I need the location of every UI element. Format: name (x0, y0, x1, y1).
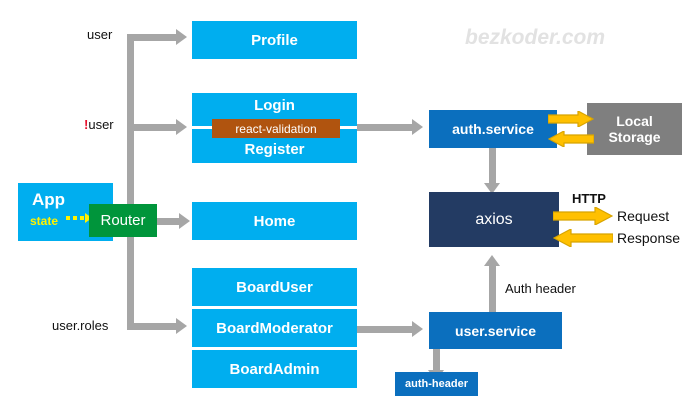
watermark-bezkoder: bezkoder.com (465, 26, 606, 49)
node-react-validation-label: react-validation (235, 121, 317, 136)
node-auth-service-label: auth.service (452, 121, 534, 137)
arrow-login-to-auth-service (412, 119, 423, 135)
branch-line-home (155, 218, 180, 225)
state-label: state (30, 214, 59, 228)
node-board-user[interactable]: BoardUser (192, 268, 357, 306)
branch-line-login (127, 124, 177, 131)
branch-line-boards (127, 323, 177, 330)
yellow-arrow-from-local-storage (548, 131, 594, 147)
node-user-service-label: user.service (455, 322, 536, 339)
node-profile[interactable]: Profile (192, 21, 357, 59)
arrow-auth-service-to-axios (484, 183, 500, 194)
node-profile-label: Profile (251, 31, 298, 49)
node-board-admin[interactable]: BoardAdmin (192, 350, 357, 388)
yellow-arrow-request (553, 207, 613, 225)
node-auth-header[interactable]: auth-header (395, 372, 478, 396)
yellow-arrow-response (553, 229, 613, 247)
node-board-moderator[interactable]: BoardModerator (192, 309, 357, 347)
arrow-user-service-to-axios (484, 255, 500, 266)
not-user-text: user (88, 117, 114, 132)
node-local-storage[interactable]: Local Storage (587, 103, 682, 155)
branch-arrow-profile (176, 29, 187, 45)
node-router-label: Router (100, 212, 146, 229)
line-user-service-to-axios (489, 265, 496, 312)
edge-label-not-user: !user (84, 117, 114, 132)
line-auth-service-to-axios (489, 148, 496, 184)
node-axios[interactable]: axios (429, 192, 559, 247)
yellow-arrow-to-local-storage (548, 111, 594, 127)
node-login-label: Login (254, 97, 295, 114)
arrow-board-to-user-service (412, 321, 423, 337)
node-board-admin-label: BoardAdmin (229, 360, 320, 378)
node-board-user-label: BoardUser (236, 278, 313, 296)
node-local-storage-label-line2: Storage (608, 129, 661, 145)
branch-line-profile (127, 34, 177, 41)
node-board-moderator-label: BoardModerator (216, 319, 333, 337)
edge-label-user: user (87, 27, 113, 42)
node-axios-label: axios (475, 210, 513, 228)
branch-arrow-home (179, 213, 190, 229)
node-home-label: Home (253, 212, 296, 230)
node-local-storage-label-line1: Local (616, 112, 653, 129)
branch-arrow-login (176, 119, 187, 135)
node-auth-header-label: auth-header (405, 378, 468, 390)
node-router[interactable]: Router (89, 204, 157, 237)
node-user-service[interactable]: user.service (429, 312, 562, 349)
branch-arrow-boards (176, 318, 187, 334)
state-arrow-head (85, 213, 92, 223)
auth-header-edge-label: Auth header (505, 281, 576, 296)
line-login-to-auth-service (357, 124, 413, 131)
state-dotted-arrow (66, 216, 84, 220)
router-trunk-line (127, 34, 134, 330)
node-auth-service[interactable]: auth.service (429, 110, 557, 148)
line-board-to-user-service (357, 326, 413, 333)
node-register-label: Register (244, 141, 305, 158)
not-user-bang: ! (84, 117, 89, 132)
response-label: Response (617, 230, 681, 246)
request-label: Request (617, 208, 670, 224)
edge-label-user-roles: user.roles (52, 318, 109, 333)
http-label: HTTP (572, 191, 606, 206)
line-user-service-to-auth-header (433, 349, 440, 371)
node-home[interactable]: Home (192, 202, 357, 240)
node-react-validation[interactable]: react-validation (212, 119, 340, 138)
node-app-label: App (32, 190, 66, 209)
